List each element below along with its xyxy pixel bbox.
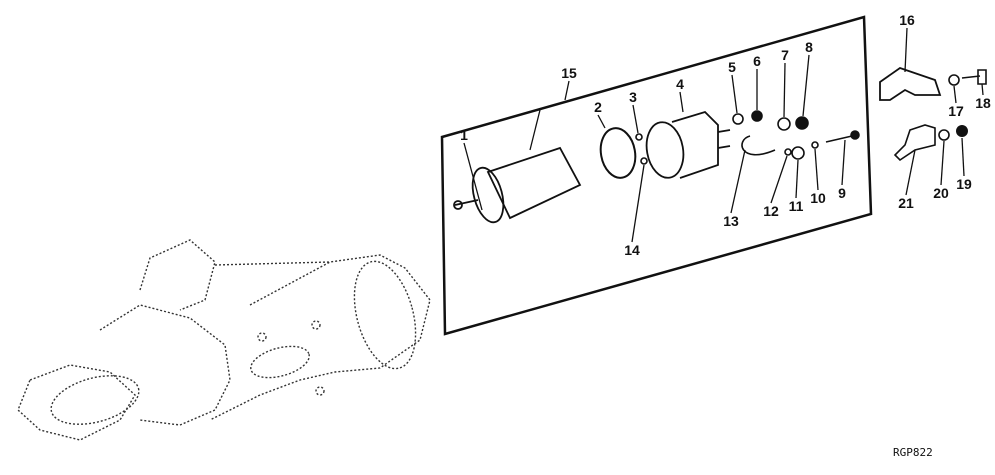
callout-8: 8	[805, 39, 813, 55]
callout-21: 21	[898, 195, 914, 211]
callout-4: 4	[676, 76, 684, 92]
washer-14-icon	[640, 157, 648, 165]
callout-10: 10	[810, 190, 826, 206]
callout-12: 12	[763, 203, 779, 219]
callout-17: 17	[948, 103, 964, 119]
bracket-21-icon	[893, 124, 936, 162]
kit-panel-outline	[440, 15, 873, 336]
solenoid-icon	[453, 146, 582, 224]
callout-2: 2	[594, 99, 602, 115]
callout-1: 1	[460, 127, 468, 143]
callout-13: 13	[723, 213, 739, 229]
callout-7: 7	[781, 47, 789, 63]
bolt-18-icon	[961, 69, 987, 85]
starter-motor-icon	[17, 239, 431, 441]
washer-20-icon	[938, 129, 950, 141]
callout-16: 16	[899, 12, 915, 28]
callout-18: 18	[975, 95, 991, 111]
figure-code: RGP822	[893, 446, 933, 459]
callout-5: 5	[728, 59, 736, 75]
callout-15: 15	[561, 65, 577, 81]
washer-17-icon	[948, 74, 960, 86]
o-ring-icon	[599, 127, 637, 179]
cover-icon	[645, 110, 731, 179]
callout-9: 9	[838, 185, 846, 201]
callout-19: 19	[956, 176, 972, 192]
bracket-cover-icon	[879, 67, 942, 101]
nut-19-icon	[956, 125, 968, 137]
hardware-icons	[732, 110, 860, 160]
callout-11: 11	[788, 198, 804, 214]
callout-6: 6	[753, 53, 761, 69]
washer-3-icon	[635, 133, 643, 141]
leader-lines	[463, 27, 984, 243]
callout-3: 3	[629, 89, 637, 105]
callout-14: 14	[624, 242, 640, 258]
callout-20: 20	[933, 185, 949, 201]
